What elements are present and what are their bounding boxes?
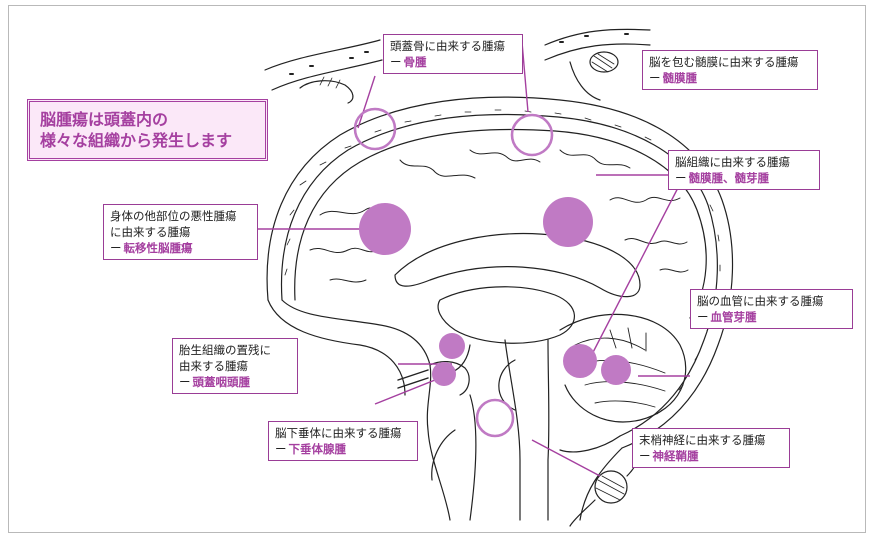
thalamus: [438, 287, 574, 343]
pituitary-adenoma-marker: [432, 362, 456, 386]
hemangioblastoma-marker: [601, 355, 631, 385]
label-embryonic-text-1: 胎生組織の置残に: [179, 342, 291, 358]
label-brain-tissue-tumor-name: 髄膜腫、髄芽腫: [675, 170, 813, 186]
label-embryonic-tumor: 胎生組織の置残に 由来する腫瘍 頭蓋咽頭腫: [172, 338, 298, 394]
tumor-markers: [359, 197, 631, 386]
craniopharyngioma-marker: [439, 333, 465, 359]
label-metastatic-text-2: に由来する腫瘍: [110, 224, 251, 240]
diagram-title: 脳腫瘍は頭蓋内の 様々な組織から発生します: [27, 99, 268, 161]
metastatic-tumor-marker: [359, 203, 411, 255]
label-brain-tissue-text: 脳組織に由来する腫瘍: [675, 154, 813, 170]
meninges-inset: [545, 29, 650, 100]
title-line-1: 脳腫瘍は頭蓋内の: [40, 109, 255, 130]
label-meninges-tumor-name: 髄膜腫: [649, 70, 811, 86]
label-pituitary-tumor: 脳下垂体に由来する腫瘍 下垂体腺腫: [268, 421, 418, 461]
label-pituitary-text: 脳下垂体に由来する腫瘍: [275, 425, 411, 441]
bone-inset: [265, 40, 382, 103]
label-bone-tumor: 頭蓋骨に由来する腫瘍 骨腫: [383, 34, 523, 74]
label-peripheral-nerve-tumor-name: 神経鞘腫: [639, 448, 783, 464]
label-metastatic-tumor-name: 転移性脳腫瘍: [110, 240, 251, 256]
label-bone-tumor-name: 骨腫: [390, 54, 516, 70]
medulloblastoma-marker: [563, 344, 597, 378]
label-metastatic-text-1: 身体の他部位の悪性腫瘍: [110, 208, 251, 224]
skull-texture: [285, 110, 720, 414]
label-peripheral-nerve-text: 末梢神経に由来する腫瘍: [639, 432, 783, 448]
label-embryonic-tumor-name: 頭蓋咽頭腫: [179, 374, 291, 390]
meninges-ring: [512, 115, 552, 155]
occipital-base: [580, 448, 622, 520]
label-meninges-text: 脳を包む髄膜に由来する腫瘍: [649, 54, 811, 70]
label-pituitary-tumor-name: 下垂体腺腫: [275, 441, 411, 457]
label-vascular-tumor-name: 血管芽腫: [697, 309, 846, 325]
brain-tissue-tumor-marker: [543, 197, 593, 247]
pituitary-ring: [477, 400, 513, 436]
title-line-2: 様々な組織から発生します: [40, 130, 255, 151]
label-embryonic-text-2: 由来する腫瘍: [179, 358, 291, 374]
label-vascular-text: 脳の血管に由来する腫瘍: [697, 293, 846, 309]
label-bone-text: 頭蓋骨に由来する腫瘍: [390, 38, 516, 54]
label-brain-tissue-tumor: 脳組織に由来する腫瘍 髄膜腫、髄芽腫: [668, 150, 820, 190]
bone-ring: [355, 109, 395, 149]
cerebrum-outline: [295, 130, 707, 318]
label-metastatic-tumor: 身体の他部位の悪性腫瘍 に由来する腫瘍 転移性脳腫瘍: [103, 204, 258, 260]
label-meninges-tumor: 脳を包む髄膜に由来する腫瘍 髄膜腫: [642, 50, 818, 90]
label-peripheral-nerve-tumor: 末梢神経に由来する腫瘍 神経鞘腫: [632, 428, 790, 468]
label-vascular-tumor: 脳の血管に由来する腫瘍 血管芽腫: [690, 289, 853, 329]
